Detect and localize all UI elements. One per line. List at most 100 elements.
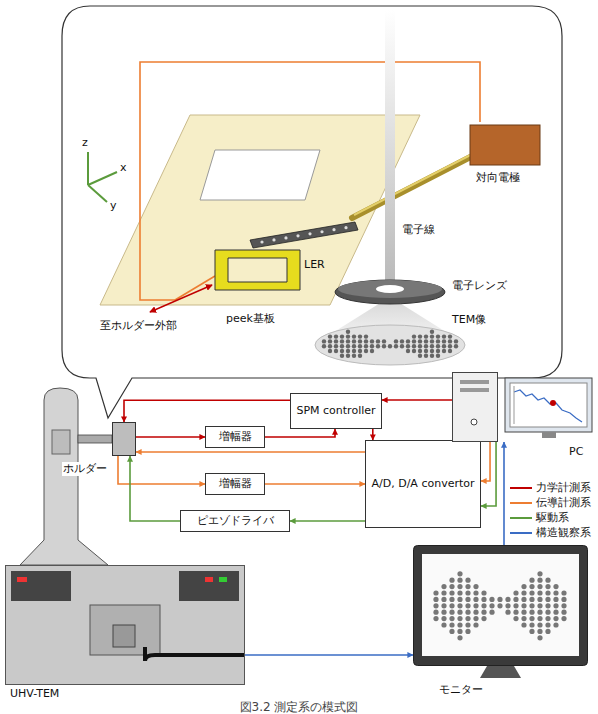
image-dot	[521, 584, 526, 589]
image-dot	[424, 334, 428, 338]
part-label: peek基板	[226, 311, 275, 326]
image-dot	[529, 610, 534, 615]
signal-line	[265, 429, 335, 437]
legend-text: 駆動系	[536, 511, 569, 525]
image-dot	[521, 597, 526, 602]
signal-line	[382, 399, 452, 401]
ler-hole	[332, 228, 335, 231]
image-dot	[382, 339, 386, 343]
image-dot	[406, 349, 410, 353]
image-dot	[424, 354, 428, 358]
legend-line	[510, 513, 536, 523]
image-dot	[334, 344, 338, 348]
image-dot	[430, 334, 434, 338]
image-dot	[489, 603, 494, 608]
image-dot	[424, 349, 428, 353]
image-dot	[537, 629, 542, 634]
image-dot	[412, 344, 416, 348]
box-label: 増幅器	[219, 477, 252, 491]
image-dot	[473, 590, 478, 595]
image-dot	[454, 344, 458, 348]
image-dot	[364, 344, 368, 348]
image-dot	[436, 354, 440, 358]
signal-line	[245, 654, 413, 656]
image-dot	[553, 622, 558, 627]
image-dot	[406, 344, 410, 348]
signal-line	[503, 442, 505, 545]
part-label: y	[110, 199, 117, 212]
image-dot	[537, 622, 542, 627]
image-dot	[521, 622, 526, 627]
part-label: x	[120, 161, 127, 174]
image-dot	[457, 590, 462, 595]
image-dot	[529, 629, 534, 634]
image-dot	[424, 339, 428, 343]
image-dot	[346, 334, 350, 338]
image-dot	[400, 339, 404, 343]
image-dot	[394, 339, 398, 343]
part-label: 電子線	[402, 222, 435, 237]
legend: 力学計測系伝導計測系駆動系構造観察系	[510, 480, 591, 540]
image-dot	[537, 610, 542, 615]
image-dot	[382, 344, 386, 348]
signal-line	[136, 436, 205, 438]
image-dot	[481, 590, 486, 595]
image-dot	[561, 610, 566, 615]
image-dot	[441, 597, 446, 602]
image-dot	[346, 349, 350, 353]
image-dot	[521, 616, 526, 621]
image-dot	[352, 354, 356, 358]
image-dot	[529, 616, 534, 621]
image-dot	[441, 584, 446, 589]
ler-bar	[250, 222, 358, 248]
piezo-driver-box: ピエゾドライバ	[180, 510, 290, 532]
uhv-tem-drawing	[5, 565, 245, 685]
image-dot	[561, 597, 566, 602]
image-dot	[358, 349, 362, 353]
signal-line	[118, 456, 205, 484]
monitor: モニター	[413, 545, 588, 680]
image-dot	[400, 344, 404, 348]
image-dot	[529, 584, 534, 589]
image-dot	[473, 616, 478, 621]
amplifier-box: 増幅器	[205, 426, 265, 448]
ler-hole	[272, 238, 275, 241]
converter-box: A/D, D/A convertor	[365, 440, 481, 528]
image-dot	[430, 354, 434, 358]
image-dot	[545, 590, 550, 595]
legend-line	[510, 498, 536, 508]
signal-line	[130, 456, 180, 521]
image-dot	[497, 603, 502, 608]
ler-hole	[296, 234, 299, 237]
legend-line	[510, 483, 536, 493]
caption: 図3.2 測定系の模式図	[0, 699, 598, 714]
signal-line	[290, 520, 365, 522]
callout-bubble	[62, 6, 562, 418]
legend-row: 構造観察系	[510, 525, 591, 540]
image-dot	[441, 622, 446, 627]
image-dot	[433, 610, 438, 615]
image-dot	[537, 584, 542, 589]
image-dot	[441, 603, 446, 608]
image-dot	[481, 610, 486, 615]
image-dot	[553, 590, 558, 595]
image-dot	[505, 610, 510, 615]
controller-box: SPM controller	[290, 393, 382, 429]
image-dot	[481, 597, 486, 602]
image-dot	[465, 578, 470, 583]
image-dot	[418, 339, 422, 343]
image-dot	[521, 610, 526, 615]
holder: ホルダー	[112, 422, 136, 456]
box-label: ピエゾドライバ	[197, 514, 274, 528]
ler-hole	[344, 226, 347, 229]
image-dot	[561, 616, 566, 621]
part-label: PC	[568, 445, 584, 459]
image-dot	[328, 349, 332, 353]
image-dot	[328, 334, 332, 338]
image-dot	[346, 344, 350, 348]
image-dot	[513, 590, 518, 595]
image-dot	[334, 334, 338, 338]
image-dot	[553, 597, 558, 602]
tem-column	[20, 388, 108, 565]
image-dot	[457, 622, 462, 627]
